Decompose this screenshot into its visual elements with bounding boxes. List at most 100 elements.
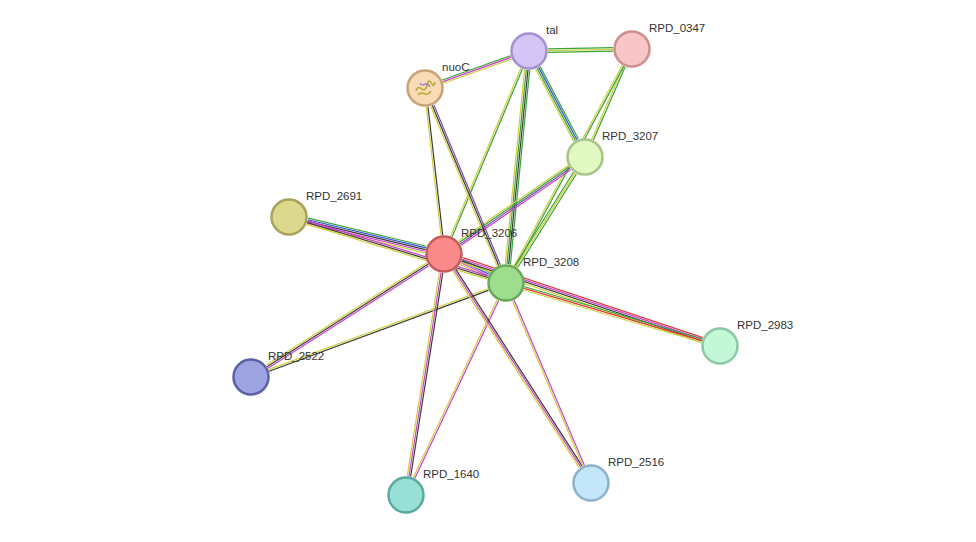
protein-label: RPD_1640 xyxy=(423,468,479,480)
interaction-edge xyxy=(515,172,577,268)
interaction-edge xyxy=(514,65,623,266)
protein-node: RPD_2516 xyxy=(572,464,610,502)
node-circle xyxy=(387,476,425,514)
node-circle xyxy=(701,327,739,365)
evidence-line xyxy=(524,288,702,340)
evidence-line xyxy=(413,300,497,478)
evidence-line xyxy=(537,68,575,140)
evidence-line xyxy=(539,67,577,139)
node-circle xyxy=(425,235,463,273)
evidence-line xyxy=(409,273,441,476)
protein-label: RPD_3208 xyxy=(523,256,579,268)
protein-node: RPD_0347 xyxy=(613,30,651,68)
evidence-line xyxy=(593,67,625,140)
evidence-line xyxy=(267,264,428,367)
evidence-line xyxy=(462,259,702,339)
node-circle xyxy=(270,198,308,236)
node-shape xyxy=(489,266,524,301)
interaction-edge xyxy=(413,300,498,478)
node-circle xyxy=(510,32,548,70)
node-shape xyxy=(703,329,738,364)
protein-node: tal xyxy=(510,32,548,70)
evidence-line xyxy=(536,69,574,141)
interaction-edge xyxy=(548,48,613,53)
evidence-line xyxy=(540,67,578,139)
evidence-line xyxy=(454,270,580,467)
protein-label: RPD_2691 xyxy=(306,190,362,202)
evidence-line xyxy=(453,271,579,468)
node-shape xyxy=(615,32,650,67)
interaction-edge xyxy=(524,287,703,343)
node-shape xyxy=(427,237,462,272)
evidence-line xyxy=(514,65,622,266)
evidence-line xyxy=(516,66,624,267)
evidence-line xyxy=(266,263,427,366)
protein-label: RPD_0347 xyxy=(649,22,705,34)
node-circle xyxy=(406,69,444,107)
protein-node: RPD_3208 xyxy=(487,264,525,302)
evidence-line xyxy=(462,261,702,341)
interaction-edge xyxy=(536,67,579,142)
evidence-line xyxy=(548,51,613,52)
interaction-edge xyxy=(266,263,429,368)
protein-label: RPD_3207 xyxy=(602,130,658,142)
protein-label: RPD_2522 xyxy=(268,350,324,362)
protein-label: RPD_2983 xyxy=(737,319,793,331)
node-shape xyxy=(512,34,547,69)
node-shape xyxy=(408,71,443,106)
evidence-line xyxy=(463,258,703,338)
evidence-line xyxy=(443,57,511,81)
interaction-edge xyxy=(592,66,625,140)
protein-node: RPD_3206 xyxy=(425,235,463,273)
evidence-line xyxy=(268,266,429,369)
evidence-line xyxy=(269,289,488,370)
node-shape xyxy=(568,140,603,175)
protein-node: RPD_2983 xyxy=(701,327,739,365)
evidence-line xyxy=(415,301,499,479)
evidence-line xyxy=(548,48,613,49)
interaction-edge xyxy=(453,269,582,468)
node-circle xyxy=(572,464,610,502)
protein-label: RPD_3206 xyxy=(461,227,517,239)
evidence-line xyxy=(516,173,575,267)
evidence-line xyxy=(515,172,574,266)
evidence-line xyxy=(525,287,703,339)
node-shape xyxy=(574,466,609,501)
protein-label: RPD_2516 xyxy=(608,456,664,468)
protein-node: RPD_2691 xyxy=(270,198,308,236)
evidence-line xyxy=(518,174,577,268)
node-circle xyxy=(487,264,525,302)
evidence-line xyxy=(592,66,624,139)
evidence-line xyxy=(407,273,439,476)
evidence-line xyxy=(513,301,583,466)
node-shape xyxy=(272,200,307,235)
protein-node: nuoC xyxy=(406,69,444,107)
structure-icon xyxy=(416,81,435,95)
evidence-line xyxy=(460,168,570,243)
evidence-line xyxy=(411,273,443,476)
interaction-edge xyxy=(269,289,489,371)
evidence-line xyxy=(308,220,426,248)
structure-icon xyxy=(420,83,430,87)
evidence-line xyxy=(456,269,582,466)
evidence-line xyxy=(461,170,571,245)
evidence-line xyxy=(307,223,488,278)
node-shape xyxy=(234,360,269,395)
evidence-line xyxy=(524,290,702,342)
protein-node: RPD_1640 xyxy=(387,476,425,514)
node-shape xyxy=(389,478,424,513)
evidence-line xyxy=(514,300,584,465)
evidence-line xyxy=(548,49,613,50)
protein-node: RPD_2522 xyxy=(232,358,270,396)
node-circle xyxy=(566,138,604,176)
protein-node: RPD_3207 xyxy=(566,138,604,176)
node-circle xyxy=(232,358,270,396)
protein-label: tal xyxy=(546,24,558,36)
interaction-edge xyxy=(513,300,585,466)
evidence-line xyxy=(442,56,510,80)
interaction-edge xyxy=(407,273,442,477)
interaction-edge xyxy=(442,56,511,83)
evidence-line xyxy=(307,224,488,279)
